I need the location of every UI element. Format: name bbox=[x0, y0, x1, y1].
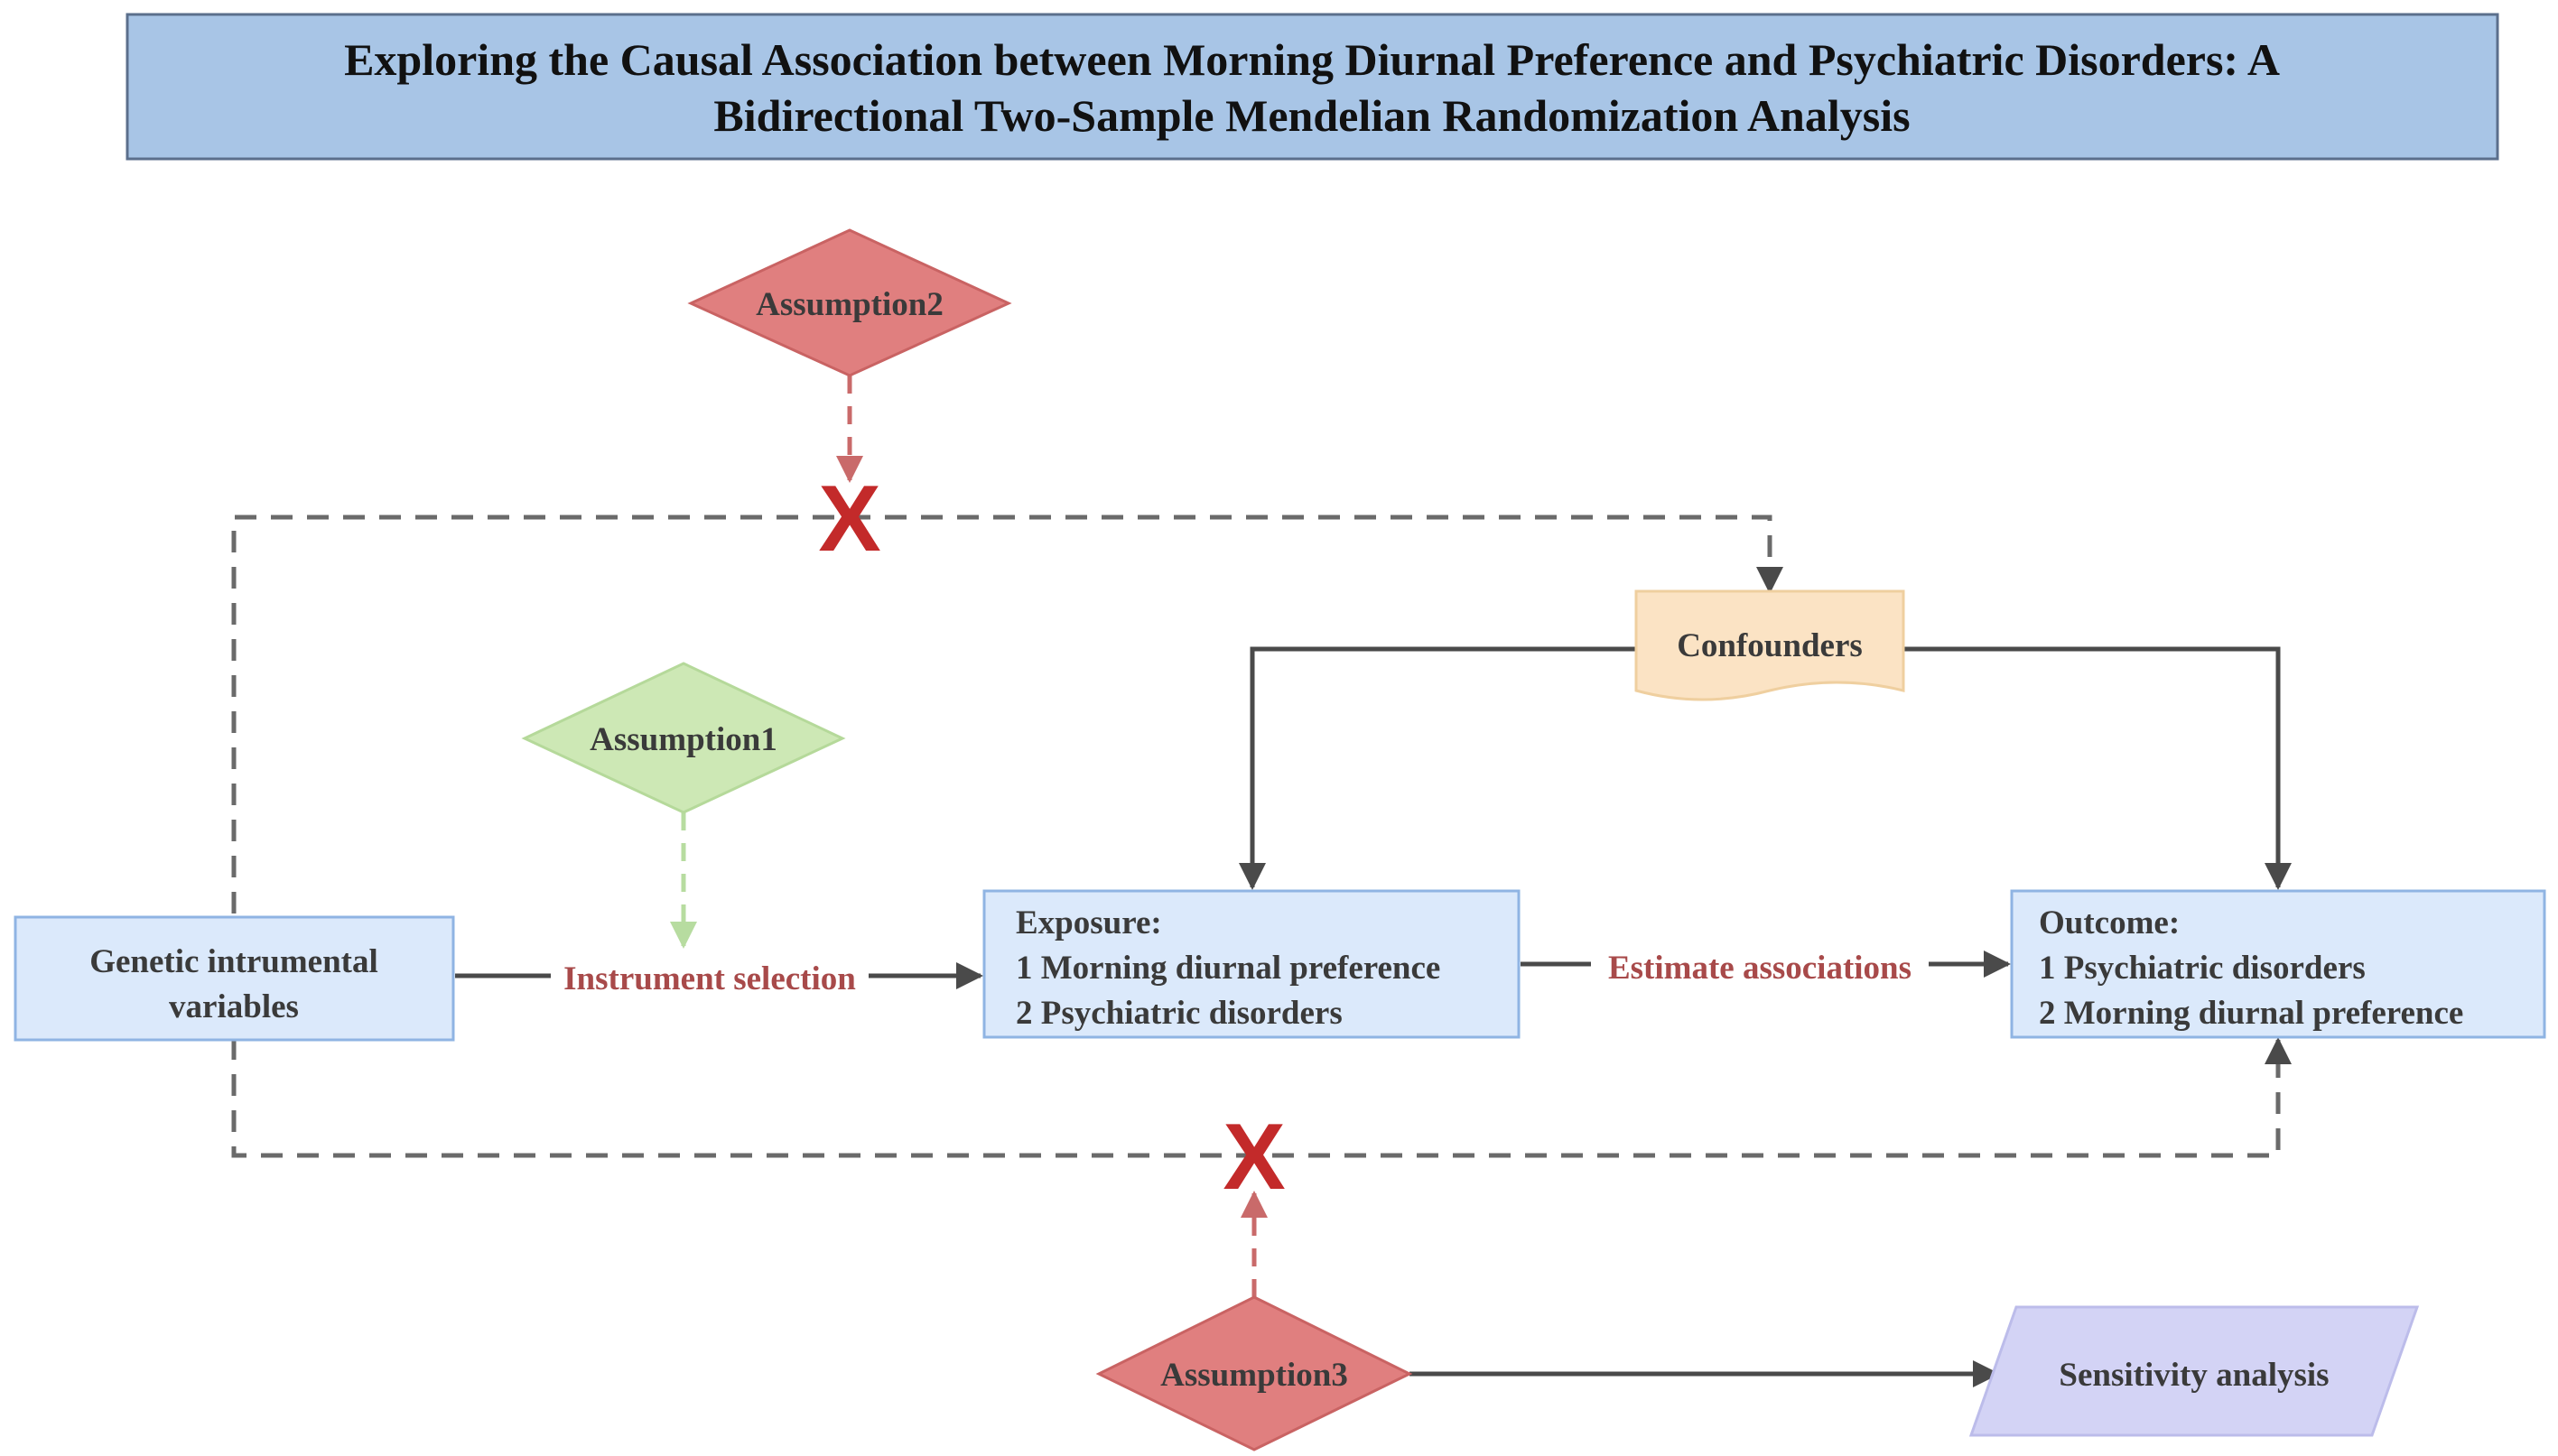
assumption1-node: Assumption1 bbox=[521, 662, 846, 814]
outcome-node: Outcome: 1 Psychiatric disorders 2 Morni… bbox=[2010, 889, 2546, 1039]
dashed-path-top bbox=[231, 515, 1783, 913]
outcome-item-1: 1 Psychiatric disorders bbox=[2039, 950, 2366, 987]
assumption2-node: Assumption2 bbox=[687, 228, 1012, 377]
title-box: Exploring the Causal Association between… bbox=[126, 13, 2499, 161]
svg-text:Instrument selection: Instrument selection bbox=[563, 960, 856, 997]
assumption3-label: Assumption3 bbox=[1160, 1357, 1348, 1394]
outcome-heading: Outcome: bbox=[2039, 904, 2180, 941]
genetic-label-line-1: Genetic intrumental bbox=[89, 943, 378, 980]
genetic-label-line-2: variables bbox=[169, 988, 299, 1025]
confounders-to-outcome-arrow bbox=[1903, 646, 2292, 890]
assumption3-node: Assumption3 bbox=[1095, 1295, 1413, 1451]
assumption2-label: Assumption2 bbox=[756, 286, 944, 323]
title-line-2: Bidirectional Two-Sample Mendelian Rando… bbox=[713, 90, 1910, 141]
instrument-selection-label: Instrument selection bbox=[551, 955, 869, 997]
svg-text:Estimate associations: Estimate associations bbox=[1608, 950, 1912, 987]
exposure-node: Exposure: 1 Morning diurnal preference 2… bbox=[982, 889, 1521, 1039]
estimate-associations-label: Estimate associations bbox=[1591, 944, 1929, 987]
genetic-variables-node: Genetic intrumental variables bbox=[14, 915, 455, 1042]
confounders-label: Confounders bbox=[1677, 627, 1863, 664]
exposure-heading: Exposure: bbox=[1016, 904, 1162, 941]
dashed-path-bottom bbox=[231, 1037, 2292, 1158]
exposure-item-1: 1 Morning diurnal preference bbox=[1016, 950, 1440, 987]
sensitivity-analysis-label: Sensitivity analysis bbox=[2059, 1357, 2329, 1394]
violation-x-top: X bbox=[818, 467, 880, 571]
exposure-item-2: 2 Psychiatric disorders bbox=[1016, 995, 1343, 1032]
violation-x-bottom: X bbox=[1223, 1105, 1285, 1210]
confounders-node: Confounders bbox=[1634, 589, 1905, 701]
title-line-1: Exploring the Causal Association between… bbox=[344, 34, 2280, 85]
assumption1-label: Assumption1 bbox=[590, 721, 777, 758]
outcome-item-2: 2 Morning diurnal preference bbox=[2039, 995, 2463, 1032]
confounders-to-exposure-arrow bbox=[1239, 646, 1636, 890]
sensitivity-analysis-node: Sensitivity analysis bbox=[1968, 1305, 2420, 1437]
